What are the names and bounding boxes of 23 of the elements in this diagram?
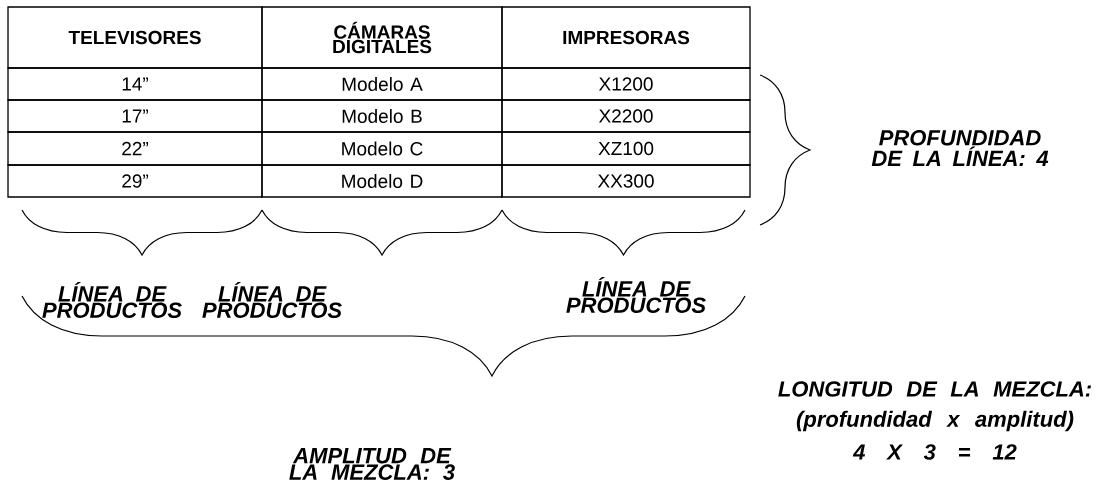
table-cell: 22”	[7, 131, 263, 166]
table-cell: XX300	[501, 164, 751, 198]
table-cell: X1200	[501, 67, 751, 101]
table-cell: 17”	[7, 99, 263, 133]
header-cell: CÁMARAS DIGITALES	[261, 6, 503, 69]
caption-text: LÍNEA DE PRODUCTOS	[566, 277, 706, 313]
table-cell: Modelo D	[261, 164, 503, 198]
table-cell: Modelo B	[261, 99, 503, 133]
caption-text: 4 X 3 = 12	[852, 444, 1017, 460]
caption-text: LÍNEA DE PRODUCTOS	[42, 282, 182, 318]
table-cell: Modelo C	[261, 131, 503, 166]
table-cell: 29”	[7, 164, 263, 198]
table-cell: XZ100	[501, 131, 751, 166]
header-cell: TELEVISORES	[7, 6, 263, 69]
table-cell: X2200	[501, 99, 751, 133]
caption-text: (profundidad x amplitud)	[796, 410, 1074, 432]
header-cell: IMPRESORAS	[501, 6, 751, 69]
table-cell: Modelo A	[261, 67, 503, 101]
table-cell: 14”	[7, 67, 263, 101]
caption-text: LONGITUD DE LA MEZCLA:	[778, 381, 1091, 397]
caption-text: PROFUNDIDAD DE LA LÍNEA: 4	[871, 130, 1049, 166]
caption-text: LÍNEA DE PRODUCTOS	[202, 282, 342, 318]
caption-text: AMPLITUD DE LA MEZCLA: 3	[289, 448, 455, 480]
